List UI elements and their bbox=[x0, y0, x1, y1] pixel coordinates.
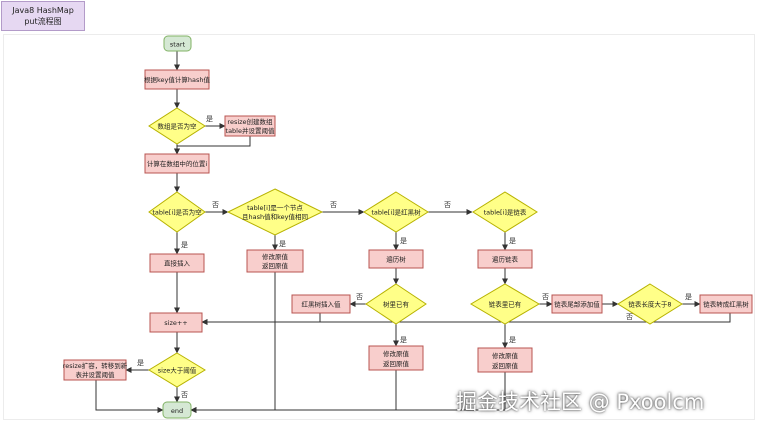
node-to-tree-label: 链表转成红黑树 bbox=[703, 300, 749, 309]
label-samekey-yes: 是 bbox=[279, 240, 286, 248]
node-tree-insert-label: 红黑树插入值 bbox=[302, 300, 342, 309]
node-modify-2: 修改原值 返回原值 bbox=[368, 345, 424, 371]
node-resize-create-line1: resize创建数组 bbox=[227, 117, 273, 126]
node-tab-null: table[i]是否为空 bbox=[148, 191, 206, 233]
node-size-gt: size大于阈值 bbox=[148, 352, 206, 388]
node-calc-pos: 计算在数组中的位置i bbox=[144, 153, 210, 174]
label-len-yes: 是 bbox=[685, 293, 692, 301]
edge-resize-calc bbox=[174, 136, 251, 155]
node-modify-1: 修改原值 返回原值 bbox=[246, 249, 304, 273]
node-end: end bbox=[162, 401, 192, 419]
node-tree-exists-label: 树里已有 bbox=[383, 300, 410, 309]
node-calc-pos-label: 计算在数组中的位置i bbox=[147, 159, 208, 168]
node-hash: 根据key值计算hash值 bbox=[144, 69, 210, 90]
node-resize-expand-line1: resize扩容，转移到新 bbox=[63, 361, 128, 370]
label-samekey-no: 否 bbox=[330, 201, 337, 209]
edge-len-size bbox=[201, 319, 651, 325]
label-treeexists-no: 否 bbox=[356, 293, 363, 301]
label-gt-no: 否 bbox=[181, 391, 188, 399]
label-listexists-yes: 是 bbox=[509, 336, 516, 344]
node-resize-expand: resize扩容，转移到新 表并设置阈值 bbox=[63, 359, 128, 381]
edge-treeinsert-size bbox=[201, 313, 321, 325]
edge-totree-size bbox=[650, 313, 731, 323]
node-same-key-line2: 且hash值和key值相同 bbox=[242, 212, 308, 221]
node-to-tree: 链表转成红黑树 bbox=[699, 294, 753, 314]
node-same-key-line1: table[i]是一个节点 bbox=[247, 204, 303, 212]
label-null-yes: 是 bbox=[181, 241, 188, 249]
node-tree-exists: 树里已有 bbox=[365, 283, 427, 325]
node-modify-2-line2: 返回原值 bbox=[383, 359, 410, 368]
node-is-list-label: table[i]是链表 bbox=[484, 208, 527, 217]
node-is-tree-label: table[i]是红黑树 bbox=[371, 208, 421, 217]
node-size-gt-label: size大于阈值 bbox=[158, 366, 197, 375]
label-tree-no: 否 bbox=[444, 201, 451, 209]
diagram-title: Java8 HashMap put流程图 bbox=[1, 1, 85, 31]
label-treeexists-yes: 是 bbox=[400, 336, 407, 344]
label-null-no: 否 bbox=[212, 201, 219, 209]
label-list-yes: 是 bbox=[509, 237, 516, 245]
node-tree-insert: 红黑树插入值 bbox=[291, 294, 351, 314]
node-traverse-list: 遍历链表 bbox=[477, 249, 533, 269]
diagram-frame bbox=[3, 34, 755, 420]
node-resize-create-line2: table并设置阈值 bbox=[226, 126, 275, 135]
node-list-append-label: 链表尾部添加值 bbox=[554, 300, 600, 309]
node-size-inc-label: size++ bbox=[164, 319, 188, 327]
edge-modify3-end bbox=[190, 372, 506, 413]
label-empty-yes: 是 bbox=[206, 115, 213, 123]
node-modify-3: 修改原值 返回原值 bbox=[477, 347, 533, 373]
node-modify-1-line2: 返回原值 bbox=[262, 261, 289, 270]
node-is-empty: 数组是否为空 bbox=[148, 107, 206, 145]
edge-modify2-end bbox=[190, 370, 397, 413]
node-insert-direct: 直接插入 bbox=[149, 253, 205, 273]
node-list-exists-label: 链表里已有 bbox=[489, 300, 522, 309]
node-modify-3-line2: 返回原值 bbox=[492, 361, 519, 370]
node-is-tree: table[i]是红黑树 bbox=[363, 191, 429, 233]
node-modify-1-line1: 修改原值 bbox=[262, 252, 289, 261]
node-insert-direct-label: 直接插入 bbox=[164, 259, 191, 268]
node-is-list: table[i]是链表 bbox=[472, 191, 538, 233]
node-traverse-tree-label: 遍历树 bbox=[386, 255, 406, 264]
node-list-len-label: 链表长度大于8 bbox=[628, 300, 671, 309]
node-start-label: start bbox=[170, 41, 186, 49]
node-modify-2-line1: 修改原值 bbox=[383, 349, 410, 358]
edge-resize-end bbox=[95, 380, 164, 413]
node-traverse-list-label: 遍历链表 bbox=[492, 255, 519, 264]
label-tree-yes: 是 bbox=[400, 237, 407, 245]
label-listexists-no: 否 bbox=[542, 293, 549, 301]
edge-modify1-end bbox=[190, 272, 276, 413]
node-resize-create: resize创建数组 table并设置阈值 bbox=[224, 115, 276, 137]
title-line-2: put流程图 bbox=[24, 17, 62, 26]
node-list-exists: 链表里已有 bbox=[470, 283, 540, 325]
watermark: 掘金技术社区 @ Pxoolcm bbox=[456, 390, 705, 414]
label-len-no: 否 bbox=[626, 313, 633, 321]
node-modify-3-line1: 修改原值 bbox=[492, 351, 519, 360]
node-list-append: 链表尾部添加值 bbox=[551, 294, 603, 314]
node-list-len: 链表长度大于8 bbox=[617, 283, 683, 325]
node-same-key: table[i]是一个节点 且hash值和key值相同 bbox=[226, 188, 324, 236]
node-is-empty-label: 数组是否为空 bbox=[158, 122, 198, 131]
node-tab-null-label: table[i]是否为空 bbox=[152, 208, 202, 217]
node-resize-expand-line2: 表并设置阈值 bbox=[76, 370, 116, 379]
node-end-label: end bbox=[171, 407, 183, 415]
title-line-1: Java8 HashMap bbox=[12, 6, 74, 15]
node-size-inc: size++ bbox=[149, 312, 203, 333]
node-hash-label: 根据key值计算hash值 bbox=[144, 75, 210, 84]
node-traverse-tree: 遍历树 bbox=[368, 249, 424, 269]
node-start: start bbox=[163, 35, 192, 52]
label-gt-yes: 是 bbox=[137, 359, 144, 367]
